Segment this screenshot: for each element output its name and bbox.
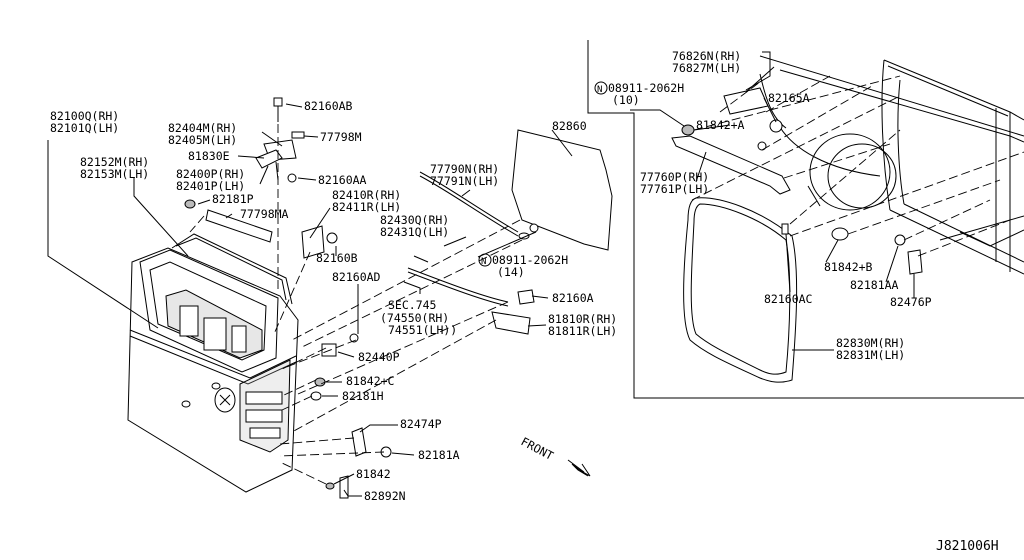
label-82160a: 82160A [552, 291, 594, 305]
label-81842: 81842 [356, 467, 391, 481]
leader-lines-left [47, 103, 573, 497]
label-82181aa: 82181AA [850, 278, 899, 292]
label-82430q: 82430Q(RH) [380, 213, 449, 227]
front-label: FRONT [519, 434, 556, 463]
label-82400p: 82400P(RH) [176, 167, 245, 181]
label-82181a: 82181A [418, 448, 460, 462]
label-76827m: 76827M(LH) [672, 61, 741, 75]
label-82160aa: 82160AA [318, 173, 367, 187]
part-labels: 82100Q(RH) 82101Q(LH) 82152M(RH) 82153M(… [50, 49, 999, 554]
leader-lines-right [630, 51, 915, 351]
label-82860: 82860 [552, 119, 587, 133]
label-82153m: 82153M(LH) [80, 167, 149, 181]
svg-text:N: N [481, 257, 486, 267]
inset-parts [671, 87, 923, 383]
detail-inset [587, 40, 1024, 399]
small-parts-left [184, 97, 392, 499]
label-82165a: 82165A [768, 91, 810, 105]
back-door-panel [127, 247, 299, 493]
label-76826n: 76826N(RH) [672, 49, 741, 63]
strip-77798ma [205, 209, 273, 243]
label-77798m: 77798M [320, 130, 362, 144]
label-82160ab: 82160AB [304, 99, 353, 113]
label-82831m: 82831M(LH) [836, 348, 905, 362]
label-82101q: 82101Q(LH) [50, 121, 119, 135]
label-82411r: 82411R(LH) [332, 200, 401, 214]
label-82830m: 82830M(RH) [836, 336, 905, 350]
label-77761p: 77761P(LH) [640, 182, 709, 196]
label-08911-right: 08911-2062H [608, 81, 684, 95]
label-08911-left-qty: (14) [497, 265, 525, 279]
label-sec745: SEC.745 [388, 298, 436, 312]
circled-n-symbol-left: N [478, 253, 492, 267]
assembly-lines-left [189, 124, 523, 485]
label-08911-left: 08911-2062H [492, 253, 568, 267]
label-82405m: 82405M(LH) [168, 133, 237, 147]
label-82440p: 82440P [358, 350, 400, 364]
assembly-lines-right [691, 75, 1024, 257]
label-82181p: 82181P [212, 192, 254, 206]
label-74551: 74551(LH)) [388, 323, 457, 337]
label-82100q: 82100Q(RH) [50, 109, 119, 123]
label-81810r: 81810R(RH) [548, 312, 617, 326]
label-81830e: 81830E [188, 149, 230, 163]
label-81811r: 81811R(LH) [548, 324, 617, 338]
label-77760p: 77760P(RH) [640, 170, 709, 184]
label-82152m: 82152M(RH) [80, 155, 149, 169]
center-parts [407, 129, 613, 335]
label-81842a: 81842+A [696, 118, 745, 132]
door-weatherstrip-frame [171, 233, 293, 305]
drawing-number: J821006H [936, 539, 999, 554]
label-82474p: 82474P [400, 417, 442, 431]
label-81842b: 81842+B [824, 260, 873, 274]
label-82431q: 82431Q(LH) [380, 225, 449, 239]
label-77790n: 77790N(RH) [430, 162, 499, 176]
label-82160ac: 82160AC [764, 292, 813, 306]
label-82160b: 82160B [316, 251, 358, 265]
label-82401p: 82401P(LH) [176, 179, 245, 193]
label-81842c: 81842+C [346, 374, 395, 388]
label-82404m: 82404M(RH) [168, 121, 237, 135]
label-82181h: 82181H [342, 389, 384, 403]
label-74550: (74550(RH) [380, 311, 449, 325]
label-77798ma: 77798MA [240, 207, 289, 221]
label-82410r: 82410R(RH) [332, 188, 401, 202]
label-77791n: 77791N(LH) [430, 174, 499, 188]
label-82892n: 82892N [364, 489, 406, 503]
svg-text:N: N [597, 85, 602, 95]
label-82476p: 82476P [890, 295, 932, 309]
circled-n-symbol-right: N [594, 81, 608, 95]
label-08911-right-qty: (10) [612, 93, 640, 107]
front-direction-arrow [567, 459, 591, 477]
vehicle-body-rear [759, 55, 1024, 275]
label-82160ad: 82160AD [332, 270, 381, 284]
